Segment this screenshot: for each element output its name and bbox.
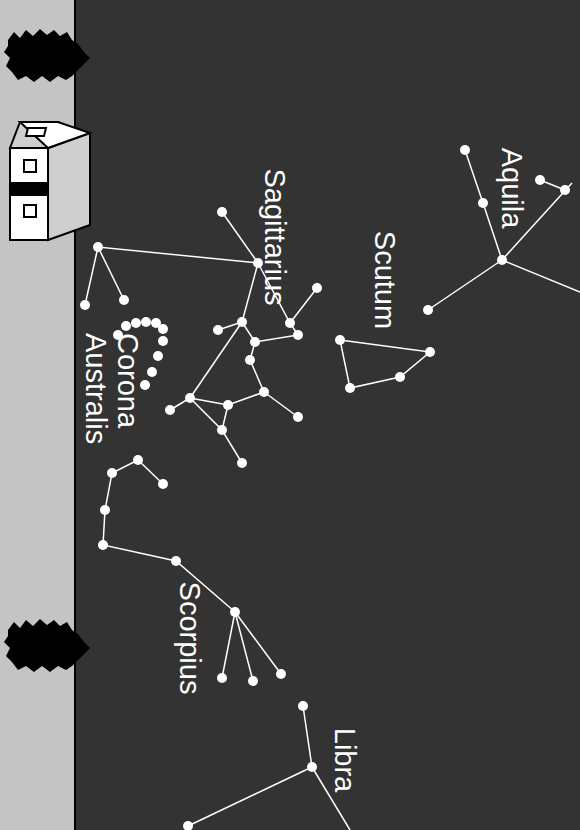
constellation-name: Scutum [369, 231, 401, 329]
constellation-name: Corona Australis [80, 333, 144, 463]
constellation-name: Aquila [496, 148, 528, 229]
constellation-name: Libra [329, 728, 361, 793]
constellation-name: Sagittarius [259, 168, 291, 305]
constellation-name: Scorpius [174, 582, 206, 695]
